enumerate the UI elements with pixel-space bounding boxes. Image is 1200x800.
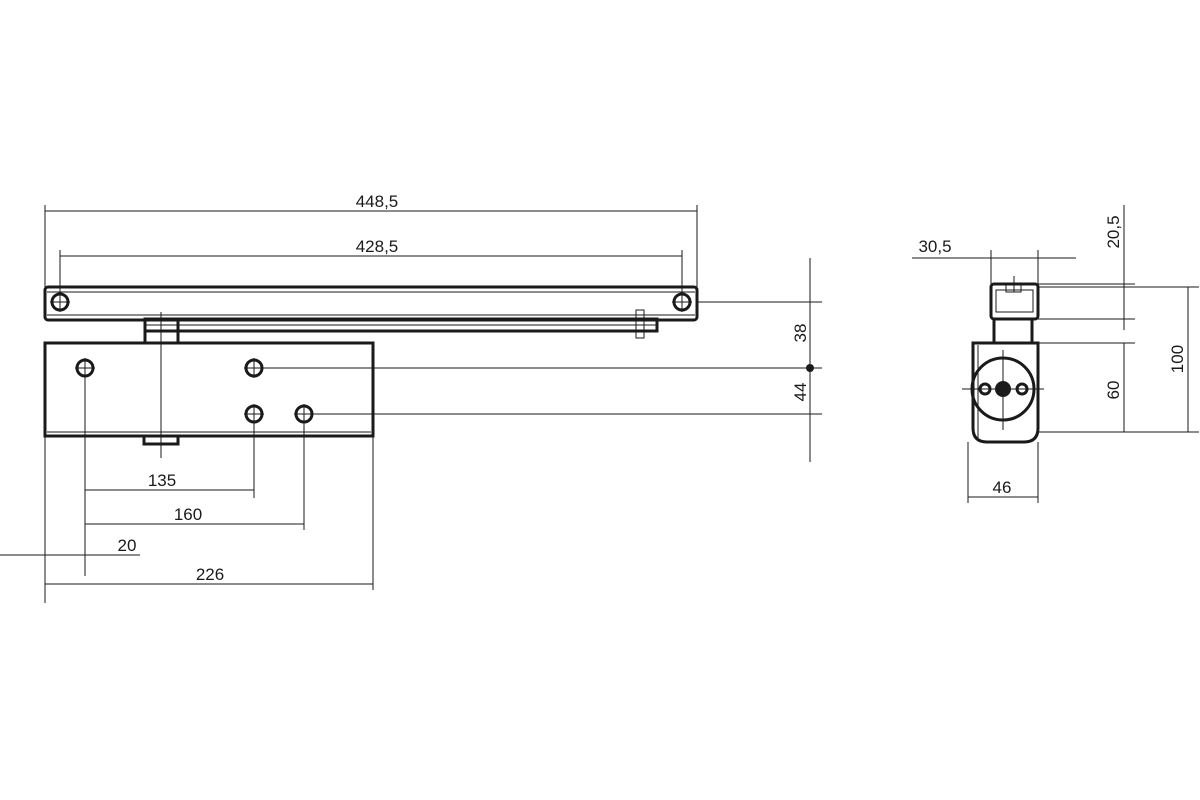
dim-226-label: 226 — [196, 565, 224, 584]
dim-vertical-front: 38 44 — [254, 258, 822, 462]
rail-hole-left — [50, 292, 70, 312]
dim-body-depth: 46 — [967, 442, 1039, 503]
closer-body — [43, 341, 375, 438]
pinion — [142, 312, 180, 458]
dim-20-label: 20 — [118, 536, 137, 555]
dim-total-height: 100 — [1038, 286, 1199, 432]
dim-rail-height: 20,5 — [1038, 205, 1135, 330]
dim-body-height: 60 — [1038, 342, 1199, 433]
dim-160-label: 160 — [174, 505, 202, 524]
dim-overall-length-label: 448,5 — [356, 192, 399, 211]
rail-profile — [989, 276, 1040, 321]
dim-total-height-label: 100 — [1168, 345, 1187, 373]
front-view: 448,5 428,5 38 44 135 — [0, 192, 822, 603]
rail-hole-right — [672, 292, 692, 312]
body-hole-left — [75, 358, 95, 378]
dim-hole-spacing: 428,5 — [59, 237, 683, 292]
dim-horizontal-front: 135 160 20 226 — [0, 378, 374, 603]
side-view: 30,5 20,5 60 100 46 — [912, 205, 1199, 503]
dim-rail-height-label: 20,5 — [1104, 215, 1123, 248]
dim-hole-spacing-label: 428,5 — [356, 237, 399, 256]
body-hole-lower-mid — [244, 404, 264, 424]
dim-axis-to-holes-label: 44 — [791, 383, 810, 402]
dim-body-height-label: 60 — [1104, 381, 1123, 400]
arm-neck — [992, 317, 1034, 345]
body-profile — [962, 341, 1044, 444]
dim-rail-to-axis-label: 38 — [791, 324, 810, 343]
dim-overall-length: 448,5 — [44, 192, 698, 287]
dim-135-label: 135 — [148, 471, 176, 490]
dim-rail-width-label: 30,5 — [918, 237, 951, 256]
dim-body-depth-label: 46 — [993, 478, 1012, 497]
dim-rail-width: 30,5 — [912, 237, 1076, 284]
slider-arm — [143, 309, 659, 345]
